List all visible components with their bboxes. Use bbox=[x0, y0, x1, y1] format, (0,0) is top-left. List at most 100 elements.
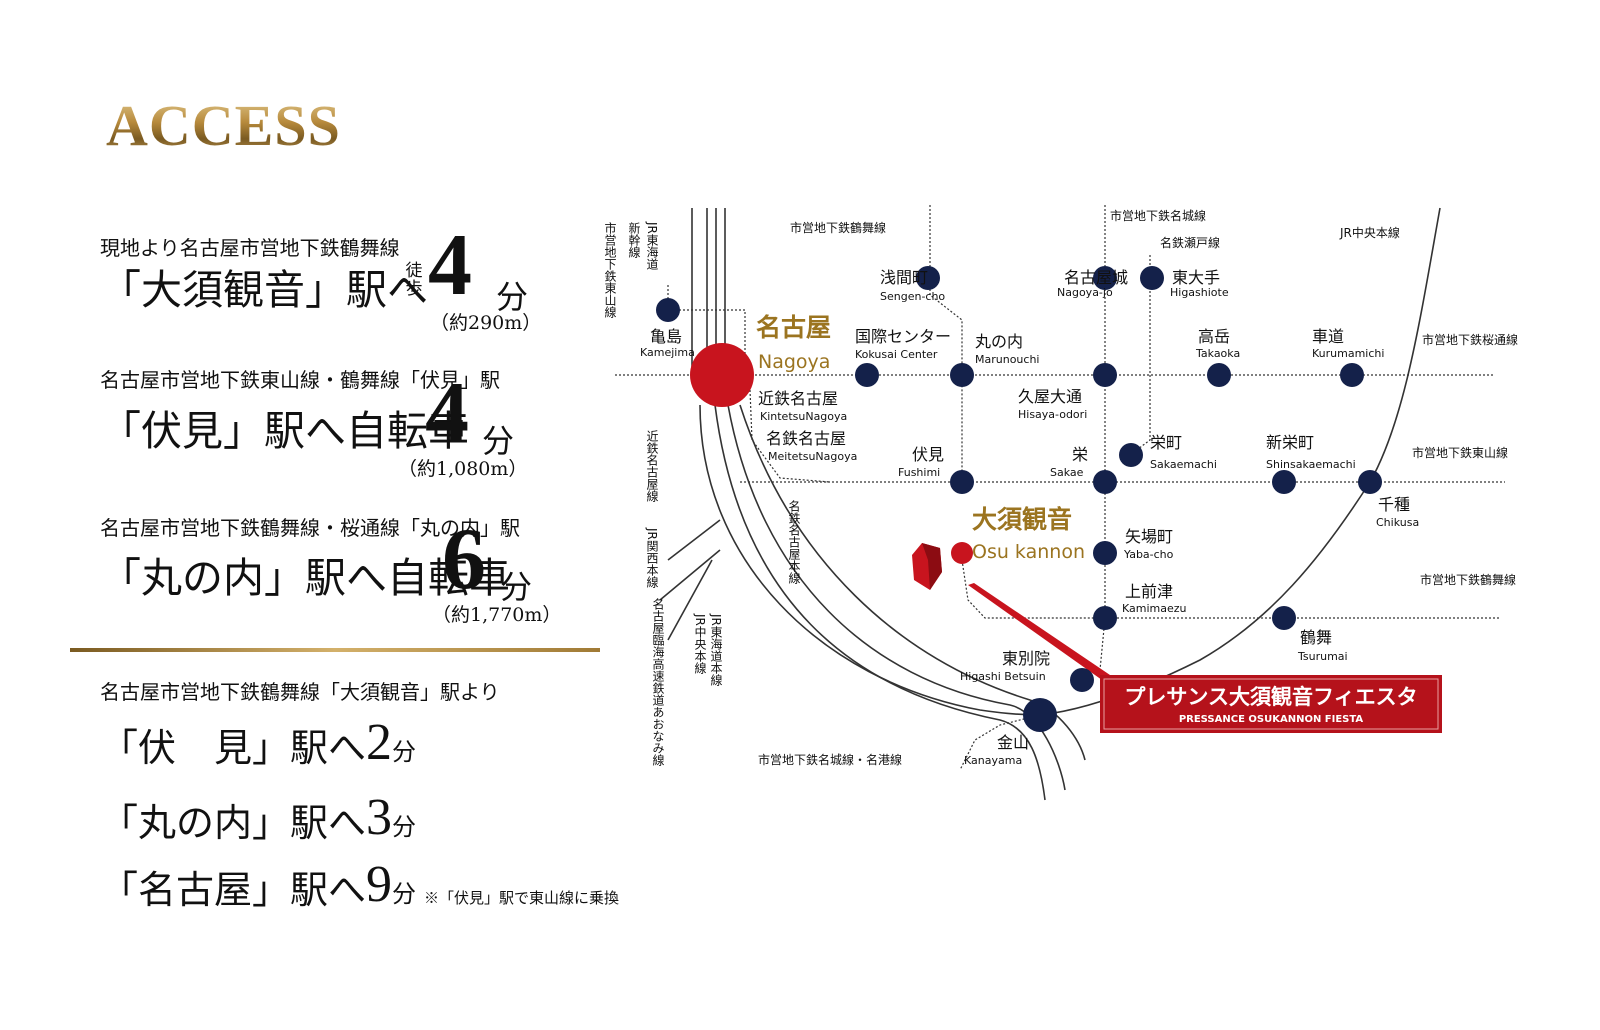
route-unit: 分 bbox=[392, 813, 417, 841]
station-dot bbox=[1272, 606, 1296, 630]
station-dot bbox=[916, 266, 940, 290]
station-name-en: Kokusai Center bbox=[855, 348, 938, 361]
access-2-distance: （約1,080m） bbox=[398, 458, 528, 480]
station-name-en: MeitetsuNagoya bbox=[768, 450, 857, 463]
route-station: 「名古屋」駅へ bbox=[100, 867, 367, 912]
station-name: 東別院 bbox=[1002, 649, 1050, 668]
station-name-en: Tsurumai bbox=[1297, 650, 1348, 663]
station-dot bbox=[1340, 363, 1364, 387]
station-name-en: Chikusa bbox=[1376, 516, 1419, 529]
station-dot bbox=[1093, 266, 1117, 290]
station-name-en: KintetsuNagoya bbox=[760, 410, 847, 423]
station-name-en: Kamejima bbox=[640, 346, 695, 359]
access-2-minutes: 4 bbox=[425, 365, 469, 462]
line-label: 市営地下鉄鶴舞線 bbox=[1420, 572, 1516, 587]
station-name: 亀島 bbox=[650, 327, 682, 346]
station-dot bbox=[855, 363, 879, 387]
route-minutes: 3 bbox=[366, 789, 393, 846]
access-1-unit: 分 bbox=[496, 278, 529, 316]
access-1-sub: 現地より名古屋市営地下鉄鶴舞線 bbox=[100, 236, 400, 260]
line-label-vertical: JR関西本線 bbox=[645, 527, 659, 588]
station-name-en: Kanayama bbox=[964, 754, 1022, 767]
line-label-vertical: JR東海道本線 bbox=[709, 613, 723, 686]
station-name: 上前津 bbox=[1125, 582, 1173, 601]
route-note: ※「伏見」駅で東山線に乗換 bbox=[424, 888, 620, 907]
station-name: 新栄町 bbox=[1266, 433, 1314, 452]
property-pin-icon bbox=[912, 543, 942, 590]
line-label: 市営地下鉄名城線 bbox=[1110, 208, 1206, 223]
station-name: 車道 bbox=[1312, 327, 1344, 346]
station-dot bbox=[1207, 363, 1231, 387]
station-name: 伏見 bbox=[912, 445, 944, 464]
station-name: 栄 bbox=[1072, 445, 1088, 464]
route-station: 「伏 見」駅へ bbox=[100, 725, 367, 770]
station-name-en: Higashiote bbox=[1170, 286, 1229, 299]
station-name: 千種 bbox=[1378, 495, 1410, 514]
station-name-en: Higashi Betsuin bbox=[960, 670, 1046, 683]
station-name-en: Takaoka bbox=[1195, 347, 1240, 360]
station-name-en: Osu kannon bbox=[972, 541, 1085, 563]
station-name: 久屋大通 bbox=[1018, 387, 1082, 406]
route-row: 「名古屋」駅へ 9 分 ※「伏見」駅で東山線に乗換 bbox=[100, 859, 620, 912]
property-label-frame bbox=[1103, 678, 1439, 730]
from-osu-heading: 名古屋市営地下鉄鶴舞線「大須観音」駅より bbox=[100, 680, 500, 704]
line-label: 名鉄瀬戸線 bbox=[1160, 235, 1220, 250]
station-name: 名鉄名古屋 bbox=[766, 429, 846, 448]
station-name: 丸の内 bbox=[975, 332, 1023, 351]
access-2-unit: 分 bbox=[482, 422, 515, 460]
line-label-vertical: 近鉄名古屋線 bbox=[645, 430, 659, 502]
station-dot bbox=[1093, 363, 1117, 387]
station-dot bbox=[690, 343, 754, 407]
station-dot bbox=[1070, 668, 1094, 692]
station-name-en: Nagoya bbox=[758, 351, 830, 373]
station-name: 国際センター bbox=[855, 327, 951, 346]
station-name-en: Yaba-cho bbox=[1123, 548, 1174, 561]
station-name-en: Kurumamichi bbox=[1312, 347, 1384, 360]
property-label-bg bbox=[1100, 675, 1442, 733]
access-1-station: 「大須観音」駅へ bbox=[100, 266, 428, 314]
station-name: 高岳 bbox=[1198, 327, 1230, 346]
station-dot bbox=[656, 298, 680, 322]
station-name: 鶴舞 bbox=[1300, 628, 1332, 647]
station-name-en: Fushimi bbox=[898, 466, 940, 479]
station-name: 大須観音 bbox=[972, 505, 1072, 534]
station-name: 金山 bbox=[997, 733, 1029, 752]
station-dot bbox=[1093, 541, 1117, 565]
station-dot bbox=[951, 542, 973, 564]
station-name-en: Hisaya-odori bbox=[1018, 408, 1087, 421]
station-name: 東大手 bbox=[1172, 268, 1220, 287]
line-label-vertical: 名鉄名古屋本線 bbox=[787, 499, 801, 584]
station-name-en: Nagoya-jo bbox=[1057, 286, 1113, 299]
access-3-distance: （約1,770m） bbox=[432, 604, 562, 626]
access-3-unit: 分 bbox=[500, 568, 533, 606]
station-name-en: Shinsakaemachi bbox=[1266, 458, 1356, 471]
station-name: 矢場町 bbox=[1125, 527, 1173, 546]
route-row: 「伏 見」駅へ 2 分 bbox=[100, 714, 417, 771]
station-name-en: Kamimaezu bbox=[1122, 602, 1187, 615]
line-label: JR中央本線 bbox=[1339, 225, 1400, 240]
station-dot bbox=[1358, 470, 1382, 494]
line-label: 市営地下鉄名城線・名港線 bbox=[758, 752, 902, 767]
access-3-sub: 名古屋市営地下鉄鶴舞線・桜通線「丸の内」駅 bbox=[100, 516, 520, 540]
route-unit: 分 bbox=[392, 880, 417, 908]
access-2-sub: 名古屋市営地下鉄東山線・鶴舞線「伏見」駅 bbox=[100, 368, 500, 392]
line-label-vertical: 新幹線 bbox=[627, 221, 641, 258]
access-2-station: 「伏見」駅へ自転車 bbox=[100, 407, 469, 455]
stations: 亀島Kamejima名古屋Nagoya浅間町Sengen-cho国際センターKo… bbox=[640, 266, 1419, 767]
pointer-line bbox=[968, 583, 1110, 680]
property-name: プレサンス大須観音フィエスタ bbox=[1124, 685, 1417, 709]
station-dot bbox=[950, 470, 974, 494]
line-label-vertical: 名古屋臨海高速鉄道あおなみ線 bbox=[651, 597, 665, 766]
route-unit: 分 bbox=[392, 738, 417, 766]
station-dot bbox=[1140, 266, 1164, 290]
route-minutes: 2 bbox=[366, 714, 393, 771]
access-1-distance: （約290m） bbox=[430, 312, 542, 334]
station-name: 名古屋城 bbox=[1064, 268, 1128, 287]
station-name-en: Marunouchi bbox=[975, 353, 1039, 366]
station-name-en: Sakaemachi bbox=[1150, 458, 1217, 471]
station-name: 栄町 bbox=[1150, 433, 1182, 452]
rail-lines bbox=[659, 207, 1441, 801]
station-name-en: Sengen-cho bbox=[880, 290, 945, 303]
